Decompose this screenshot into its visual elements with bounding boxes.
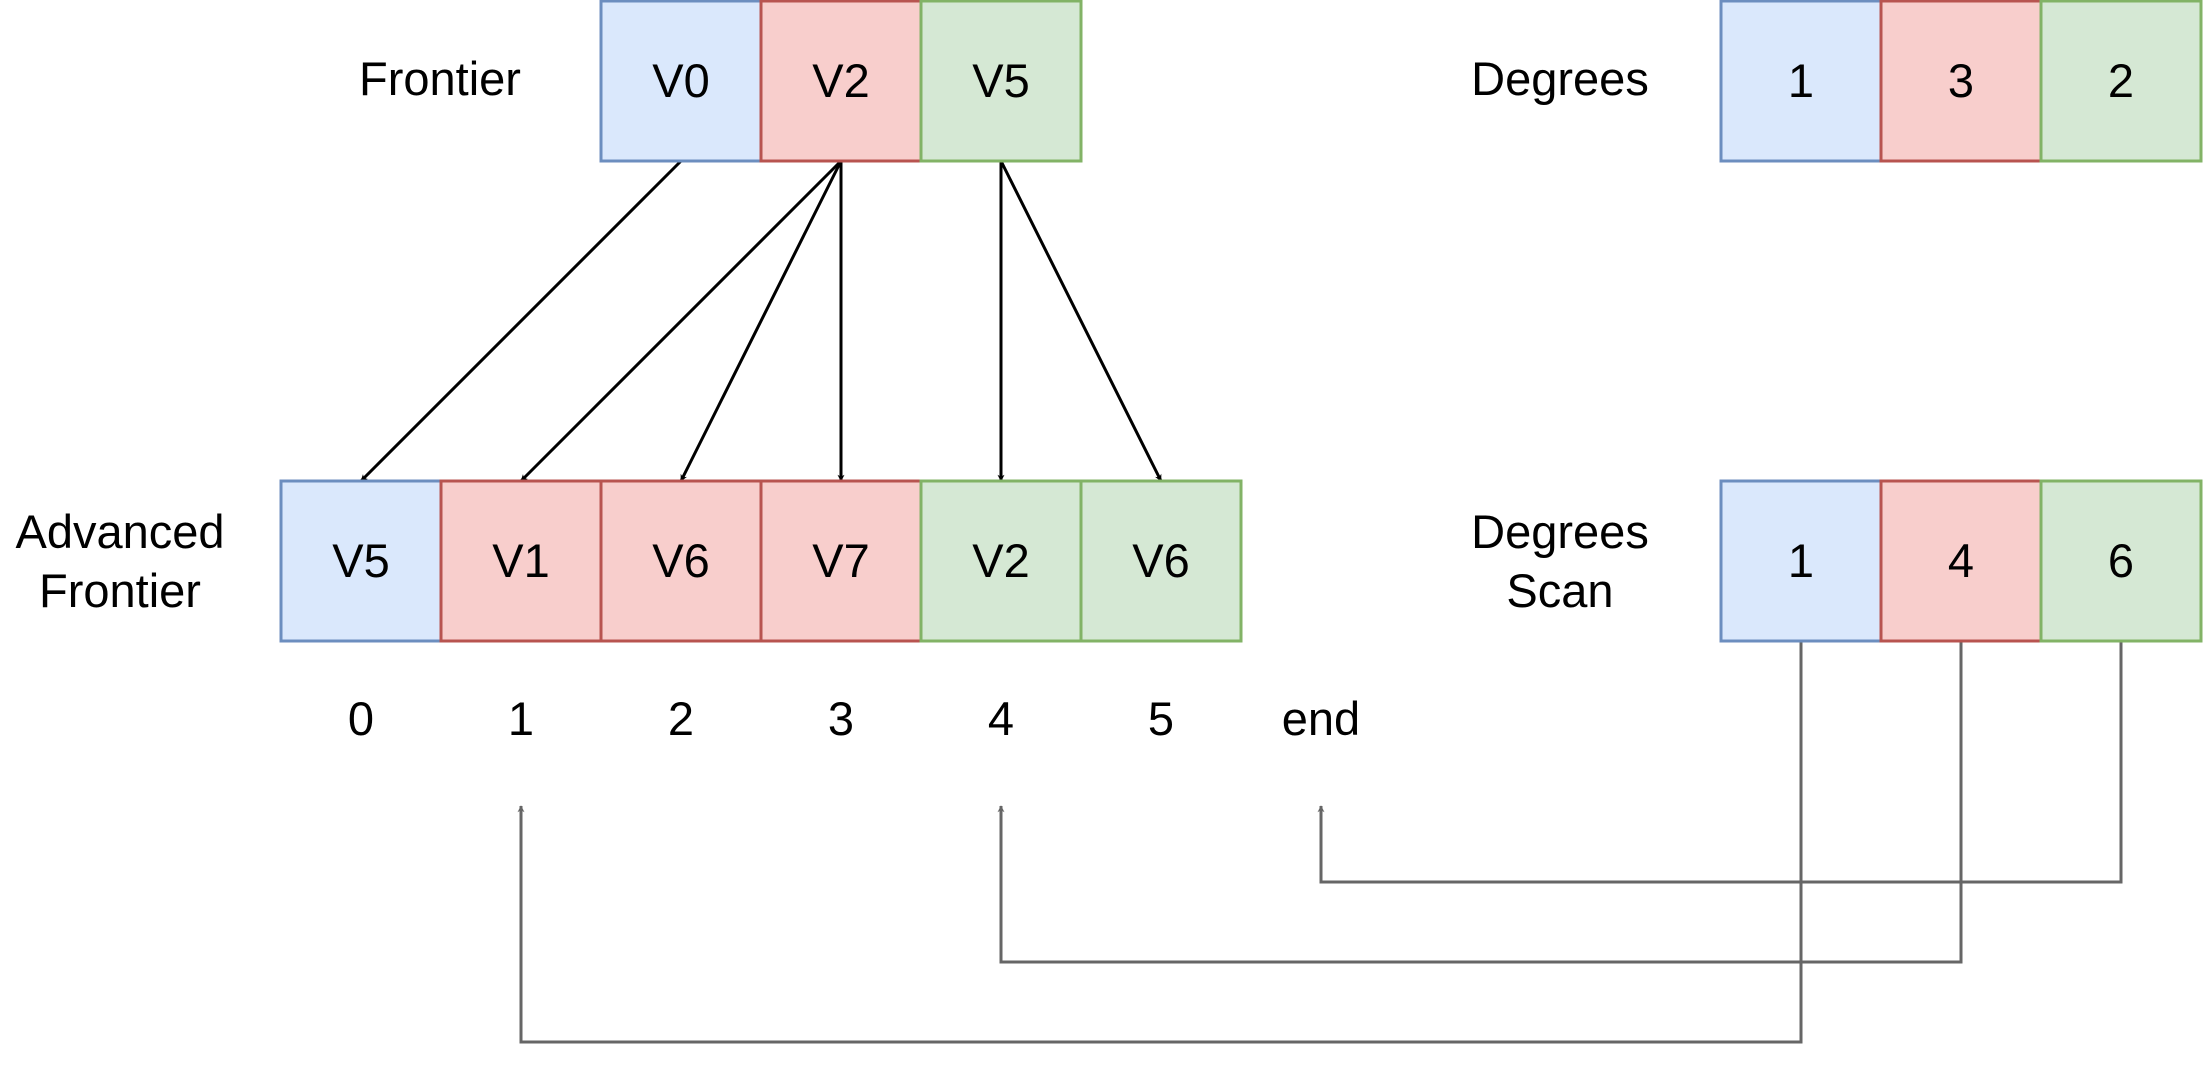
advanced-frontier-cell: V1 bbox=[439, 479, 603, 643]
degrees-cell-box bbox=[1879, 0, 2043, 163]
index-label: 5 bbox=[1148, 692, 1174, 745]
frontier-cell: V0 bbox=[599, 0, 763, 163]
expansion-arrow bbox=[679, 160, 843, 482]
frontier-cell-text: V5 bbox=[972, 54, 1030, 107]
degrees-scan-label-line2: Scan bbox=[1506, 564, 1613, 617]
index-labels: 0 1 2 3 4 5 end bbox=[348, 692, 1360, 745]
degrees-scan-label-line1: Degrees bbox=[1471, 505, 1649, 558]
degrees-scan-cell: 6 bbox=[2039, 479, 2203, 643]
degrees-label: Degrees bbox=[1471, 52, 1649, 105]
advanced-frontier-cell: V5 bbox=[279, 479, 443, 643]
degrees-cell: 1 bbox=[1719, 0, 1883, 163]
expansion-edges bbox=[359, 159, 1163, 483]
expansion-arrow bbox=[519, 159, 843, 483]
degrees-scan-cell: 1 bbox=[1719, 479, 1883, 643]
advanced-frontier-cell-box bbox=[279, 479, 443, 643]
index-label: 3 bbox=[828, 692, 854, 745]
degrees-array: 1 3 2 bbox=[1719, 0, 2203, 163]
advanced-frontier-cell: V7 bbox=[759, 479, 923, 643]
degrees-cell: 2 bbox=[2039, 0, 2203, 163]
degrees-scan-cell-box bbox=[2039, 479, 2203, 643]
frontier-cell-box bbox=[759, 0, 923, 163]
frontier-label: Frontier bbox=[359, 52, 521, 105]
advanced-frontier-cell-box bbox=[599, 479, 763, 643]
frontier-cell: V2 bbox=[759, 0, 923, 163]
index-label: 0 bbox=[348, 692, 374, 745]
advanced-frontier-cell-text: V2 bbox=[972, 534, 1030, 587]
frontier-cell-box bbox=[919, 0, 1083, 163]
frontier-cell-box bbox=[599, 0, 763, 163]
scan-link-arrow bbox=[997, 641, 1963, 964]
degrees-cell-text: 2 bbox=[2108, 54, 2134, 107]
frontier-cell-text: V0 bbox=[652, 54, 710, 107]
advanced-frontier-label-line2: Frontier bbox=[39, 564, 201, 617]
frontier-cell: V5 bbox=[919, 0, 1083, 163]
degrees-scan-cell-text: 1 bbox=[1788, 534, 1814, 587]
degrees-cell-text: 1 bbox=[1788, 54, 1814, 107]
expansion-arrow bbox=[359, 159, 683, 483]
advanced-frontier-cell-text: V5 bbox=[332, 534, 390, 587]
degrees-cell: 3 bbox=[1879, 0, 2043, 163]
advanced-frontier-cell-text: V1 bbox=[492, 534, 550, 587]
index-label: 4 bbox=[988, 692, 1014, 745]
advanced-frontier-cell-text: V7 bbox=[812, 534, 870, 587]
degrees-scan-array: 1 4 6 bbox=[1719, 479, 2203, 643]
index-label: 2 bbox=[668, 692, 694, 745]
index-label: 1 bbox=[508, 692, 534, 745]
advanced-frontier-cell-box bbox=[919, 479, 1083, 643]
degrees-scan-cell-text: 4 bbox=[1948, 534, 1974, 587]
frontier-cell-text: V2 bbox=[812, 54, 870, 107]
scan-link-arrow bbox=[517, 641, 1803, 1044]
advanced-frontier-array: V5 V1 V6 V7 V2 V6 bbox=[279, 479, 1243, 643]
degrees-cell-box bbox=[2039, 0, 2203, 163]
degrees-scan-cell-box bbox=[1719, 479, 1883, 643]
index-label: end bbox=[1282, 692, 1360, 745]
advanced-frontier-cell-text: V6 bbox=[652, 534, 710, 587]
advanced-frontier-cell: V6 bbox=[1079, 479, 1243, 643]
expansion-arrow bbox=[999, 160, 1163, 482]
advanced-frontier-cell: V2 bbox=[919, 479, 1083, 643]
advanced-frontier-cell-box bbox=[1079, 479, 1243, 643]
degrees-scan-cell: 4 bbox=[1879, 479, 2043, 643]
degrees-cell-text: 3 bbox=[1948, 54, 1974, 107]
frontier-array: V0 V2 V5 bbox=[599, 0, 1083, 163]
scan-links bbox=[517, 641, 2123, 1044]
advanced-frontier-cell-text: V6 bbox=[1132, 534, 1190, 587]
degrees-scan-cell-text: 6 bbox=[2108, 534, 2134, 587]
advanced-frontier-cell: V6 bbox=[599, 479, 763, 643]
scan-link-arrow bbox=[1317, 641, 2123, 884]
advanced-frontier-label-line1: Advanced bbox=[15, 505, 224, 558]
